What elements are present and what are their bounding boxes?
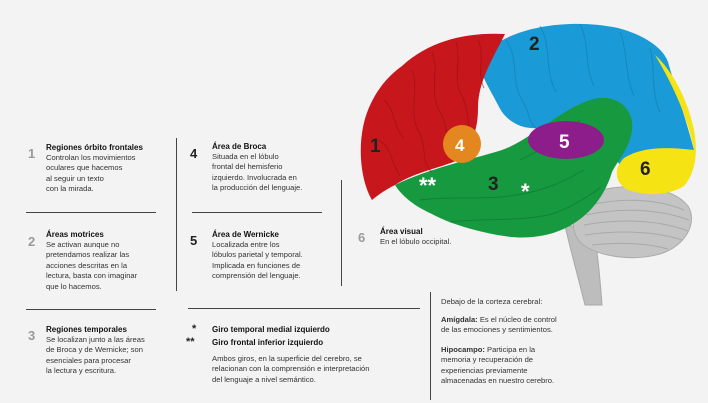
gyrus-temporal-label: Giro temporal medial izquierdo [212, 325, 330, 334]
region-6-text: En el lóbulo occipital. [380, 237, 452, 246]
divider [188, 308, 420, 310]
motor-area [480, 23, 694, 171]
brain-double-star: ** [419, 173, 437, 198]
region-2-text: Se activan aunque no pretendamos realiza… [46, 240, 138, 291]
region-5-text: Localizada entre los lóbulos parietal y … [212, 240, 303, 281]
subcortex-heading: Debajo de la corteza cerebral: [441, 297, 543, 306]
region-5-title: Área de Wernicke [212, 230, 279, 239]
brain-single-star: * [521, 179, 530, 204]
cerebellum-folds [583, 199, 690, 250]
column-divider [430, 292, 432, 400]
wernicke-area [528, 121, 604, 159]
region-4-title: Área de Broca [212, 142, 267, 151]
hippocampus-text: Participa en la memoria y recuperación d… [441, 345, 555, 386]
amygdala-text: Es el núcleo de control de las emociones… [441, 315, 557, 335]
region-5-number: 5 [190, 233, 198, 248]
region-6-title: Área visual [380, 227, 423, 236]
amygdala-label: Amígdala: [441, 315, 478, 324]
brain-label-5: 5 [559, 132, 570, 153]
column-divider [176, 138, 178, 291]
region-3-title: Regiones temporales [46, 325, 127, 334]
frontal-area [360, 33, 505, 201]
visual-area [616, 55, 696, 195]
brain-label-3: 3 [488, 174, 499, 195]
divider [26, 309, 156, 311]
brain-label-4: 4 [455, 136, 465, 155]
region-3-text: Se localizan junto a las áreas de Broca … [46, 335, 145, 376]
region-4-number: 4 [190, 146, 198, 161]
gyri-text: Ambos giros, en la superficie del cerebr… [212, 354, 370, 384]
brain-label-6: 6 [640, 159, 651, 180]
brain-label-1: 1 [370, 136, 381, 157]
region-3-number: 3 [28, 328, 36, 343]
motor-gyri [505, 23, 661, 129]
gyrus-frontal-label: Giro frontal inferior izquierdo [212, 338, 324, 347]
single-star-marker: * [192, 323, 197, 335]
region-6-number: 6 [358, 230, 366, 245]
region-1-text: Controlan los movimientos oculares que h… [46, 153, 136, 194]
amygdala-paragraph: Amígdala: Es el núcleo de control de las… [441, 315, 557, 336]
broca-area [443, 125, 481, 163]
hippocampus-paragraph: Hipocampo: Participa en la memoria y rec… [441, 345, 554, 387]
region-2-title: Áreas motrices [46, 230, 104, 239]
region-1-title: Regiones órbito frontales [46, 143, 143, 152]
region-4-text: Situada en el lóbulo frontal del hemisfe… [212, 152, 303, 193]
region-1-number: 1 [28, 146, 36, 161]
double-star-marker: ** [186, 336, 195, 348]
hippocampus-label: Hipocampo: [441, 345, 485, 354]
column-divider [341, 180, 343, 286]
divider [192, 212, 322, 214]
region-2-number: 2 [28, 234, 36, 249]
brain-label-2: 2 [529, 34, 540, 55]
divider [26, 212, 156, 214]
